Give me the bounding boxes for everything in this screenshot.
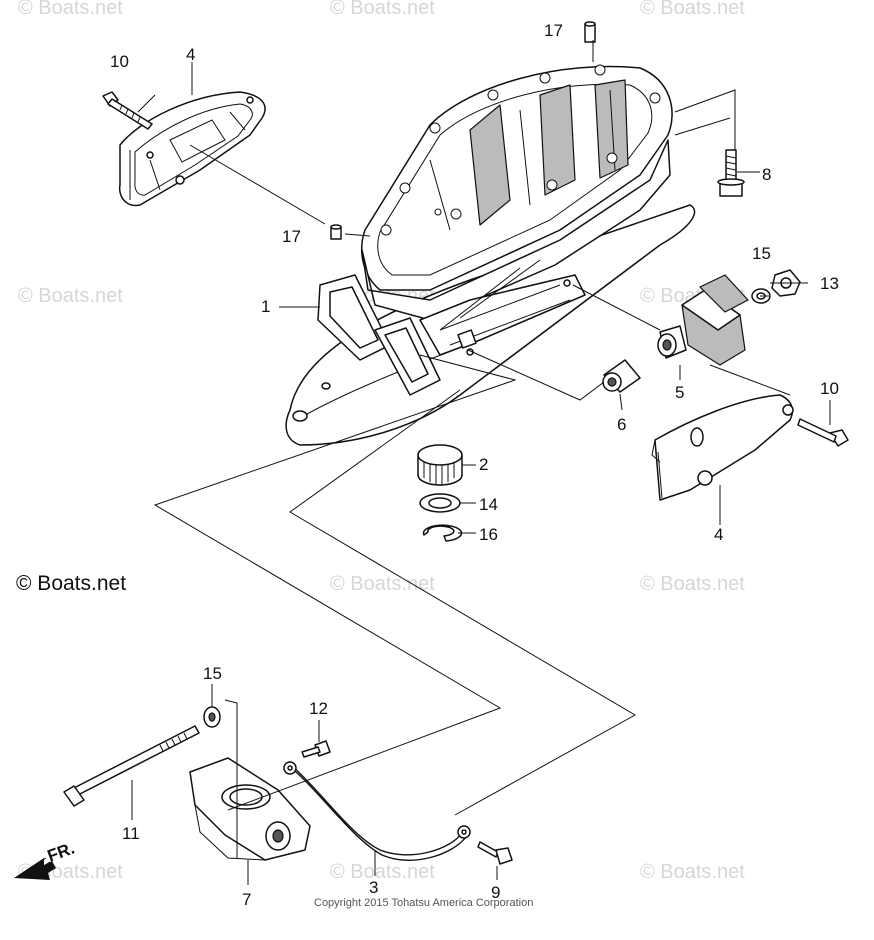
callout-3: 3 <box>369 878 378 897</box>
bolt-part-12 <box>301 740 331 758</box>
callout-5: 5 <box>675 383 684 402</box>
watermark: © Boats.net <box>640 573 745 595</box>
callout-6: 6 <box>617 415 626 434</box>
leader-lines <box>131 40 831 885</box>
bolt-part-10-upper <box>102 91 153 130</box>
callout-1: 1 <box>261 297 270 316</box>
callout-2: 2 <box>479 455 488 474</box>
dowel-part-17-upper <box>584 21 596 43</box>
dowel-part-17-lower <box>330 224 342 240</box>
callout-17: 17 <box>544 21 563 40</box>
callout-13: 13 <box>820 274 839 293</box>
callout-labels: 17 10 4 8 17 15 13 1 5 6 10 2 14 16 4 15… <box>110 21 839 909</box>
lower-case-part-1 <box>285 64 696 446</box>
bearing-part-2 <box>417 444 463 486</box>
watermark: © Boats.net <box>18 285 123 307</box>
bolt-part-8 <box>717 149 745 197</box>
callout-7: 7 <box>242 890 251 909</box>
callout-15: 15 <box>203 664 222 683</box>
collar-part-6 <box>602 359 641 393</box>
watermark: © Boats.net <box>330 861 435 883</box>
watermark: © Boats.net <box>18 0 123 19</box>
callout-12: 12 <box>309 699 328 718</box>
cover-part-4-lower <box>651 394 794 501</box>
bolt-part-9 <box>477 841 513 865</box>
watermark: © Boats.net <box>330 0 435 19</box>
washer-part-14 <box>419 493 461 513</box>
callout-15: 15 <box>752 244 771 263</box>
copyright-notice: Copyright 2015 Tohatsu America Corporati… <box>314 897 533 909</box>
cover-part-4-upper <box>118 91 266 207</box>
watermark-main: © Boats.net <box>16 572 126 595</box>
watermark: © Boats.net <box>640 0 745 19</box>
callout-4: 4 <box>186 45 195 64</box>
ground-wire-part-3 <box>283 761 471 861</box>
long-bolt-part-11 <box>63 725 200 807</box>
watermark: © Boats.net <box>330 573 435 595</box>
callout-11: 11 <box>122 824 140 843</box>
bolt-part-10-lower <box>797 418 849 447</box>
bracket-part-7 <box>189 757 311 861</box>
callout-9: 9 <box>491 883 500 902</box>
callout-10: 10 <box>110 52 129 71</box>
callout-8: 8 <box>762 165 771 184</box>
callout-17: 17 <box>282 227 301 246</box>
washer-part-15-lower <box>203 706 221 728</box>
callout-10: 10 <box>820 379 839 398</box>
watermark: © Boats.net <box>640 861 745 883</box>
mount-part-5 <box>657 274 749 366</box>
callout-16: 16 <box>479 525 498 544</box>
ring-part-16 <box>422 524 463 542</box>
callout-4: 4 <box>714 525 723 544</box>
callout-14: 14 <box>479 495 498 514</box>
